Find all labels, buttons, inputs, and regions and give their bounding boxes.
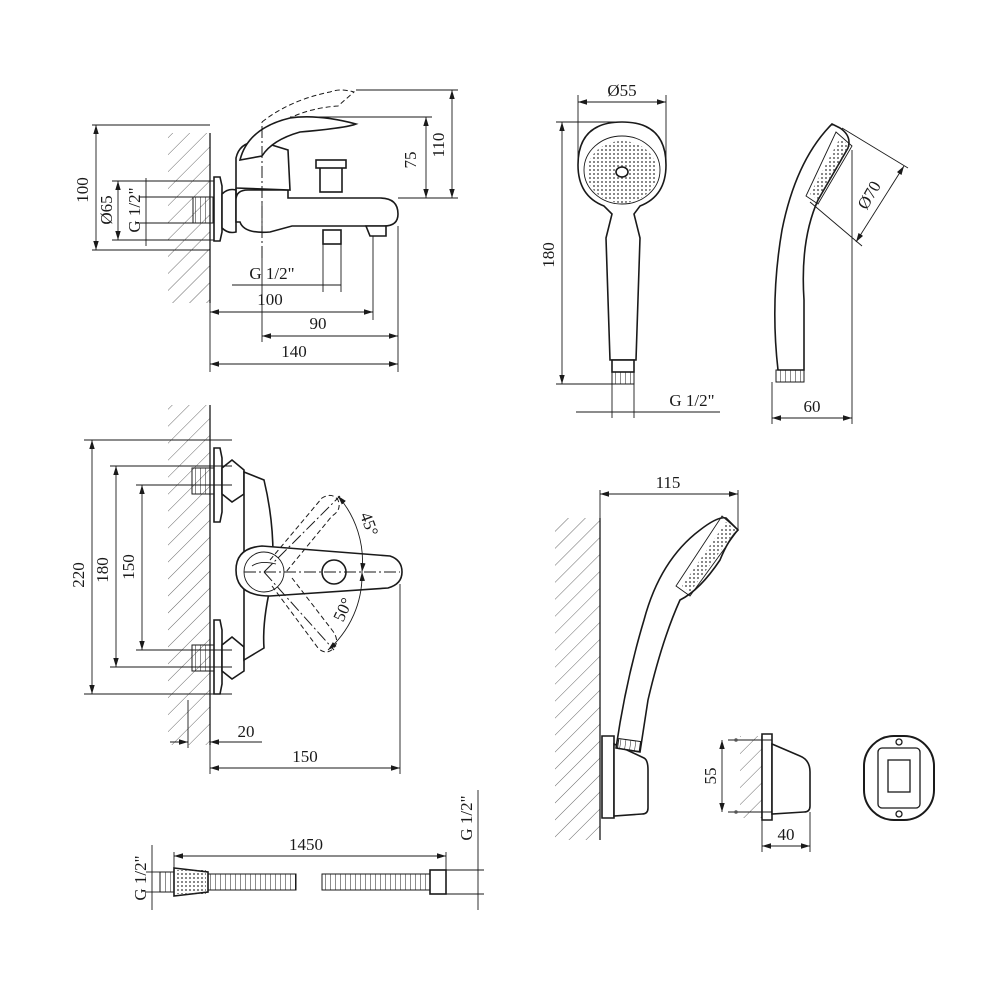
holder-front-inner bbox=[877, 747, 921, 809]
dim-65-diameter: Ø65 bbox=[97, 195, 116, 224]
flange-bottom bbox=[213, 619, 223, 695]
lever-hub-inner bbox=[251, 561, 277, 567]
spout-outlet bbox=[364, 225, 387, 237]
wall-hatching-front bbox=[168, 405, 210, 745]
holder-screw-bottom bbox=[895, 810, 903, 818]
spray-face-side-nozzles bbox=[810, 138, 850, 200]
dim-140: 140 bbox=[281, 342, 307, 361]
shower-hose-view: 1450 G 1/2" G 1/2" bbox=[131, 790, 484, 910]
dim-g12-shower: G 1/2" bbox=[669, 391, 714, 410]
hose-nut-right bbox=[429, 869, 447, 895]
lever-axis-up bbox=[263, 495, 341, 573]
lever-raised-outline bbox=[261, 89, 356, 123]
dim-55-diameter: Ø55 bbox=[607, 81, 636, 100]
mounted-shower-view: 115 bbox=[555, 473, 740, 840]
dim-180-shower: 180 bbox=[539, 242, 558, 268]
mounted-spray-face bbox=[675, 515, 739, 597]
holder-side-detail: 55 40 bbox=[701, 733, 811, 852]
diverter-cap bbox=[315, 159, 347, 169]
holder-base bbox=[601, 735, 615, 819]
angle-50: 50° bbox=[329, 595, 356, 625]
spray-face bbox=[583, 135, 661, 205]
wall-flange bbox=[213, 176, 223, 242]
dim-110: 110 bbox=[429, 133, 448, 158]
holder-front-plate bbox=[863, 735, 935, 821]
hose-connector bbox=[322, 229, 342, 245]
eccentric-thread bbox=[192, 196, 214, 224]
lever-rotated-down bbox=[271, 577, 338, 653]
mixer-body bbox=[235, 188, 399, 234]
hose-left-thread bbox=[159, 871, 175, 893]
dim-g12-hose-right: G 1/2" bbox=[457, 795, 476, 840]
holder-wall-hatch bbox=[740, 736, 762, 818]
handle-thread bbox=[611, 371, 635, 385]
holder-screw-top bbox=[895, 738, 903, 746]
dim-g12-thread-left: G 1/2" bbox=[125, 187, 144, 232]
dim-150-vertical: 150 bbox=[119, 554, 138, 580]
dim-180-front: 180 bbox=[93, 557, 112, 583]
side-handle-thread bbox=[775, 369, 805, 383]
dim-220: 220 bbox=[69, 562, 88, 588]
dim-g12-hose-left: G 1/2" bbox=[131, 855, 150, 900]
handle-collar bbox=[611, 359, 635, 373]
holder-plate bbox=[761, 733, 773, 821]
dim-100-height: 100 bbox=[73, 177, 92, 203]
lever-front bbox=[235, 545, 403, 597]
holder-body bbox=[613, 742, 649, 817]
dim-20: 20 bbox=[238, 722, 255, 741]
hand-shower-side-view: Ø70 60 bbox=[771, 123, 909, 424]
lever-handle bbox=[238, 116, 359, 162]
mounted-shower-thread bbox=[616, 737, 642, 753]
dim-115: 115 bbox=[656, 473, 681, 492]
dim-60: 60 bbox=[804, 397, 821, 416]
dim-g12-thread-bottom: G 1/2" bbox=[249, 264, 294, 283]
hose-section-left bbox=[207, 873, 297, 891]
spray-center bbox=[615, 166, 629, 178]
mixer-front-view: 45° 50° 220 180 150 20 150 bbox=[69, 405, 403, 774]
dim-100-horizontal: 100 bbox=[257, 290, 283, 309]
dim-75: 75 bbox=[401, 152, 420, 169]
mounted-spray-nozzles bbox=[682, 522, 736, 592]
holder-front-slot bbox=[887, 759, 911, 793]
dim-40: 40 bbox=[778, 825, 795, 844]
hose-section-right bbox=[321, 873, 431, 891]
nut-bottom bbox=[221, 635, 245, 680]
angle-45: 45° bbox=[356, 510, 382, 539]
dim-150-horizontal: 150 bbox=[292, 747, 318, 766]
spray-face-side bbox=[805, 131, 853, 205]
dim-90: 90 bbox=[310, 314, 327, 333]
holder-cup bbox=[771, 742, 811, 815]
holder-front-detail bbox=[863, 735, 935, 821]
hose-cone-knurl bbox=[176, 870, 206, 894]
dim-1450: 1450 bbox=[289, 835, 323, 854]
eccentric-thread-top bbox=[191, 467, 215, 495]
dim-70-diameter: Ø70 bbox=[854, 178, 885, 213]
hand-shower-front-view: Ø55 180 G 1/2" bbox=[539, 81, 720, 418]
eccentric-nut bbox=[221, 188, 237, 234]
lever-axis-down bbox=[263, 571, 335, 651]
wall-hatching-right bbox=[555, 518, 600, 840]
dim-55-holder: 55 bbox=[701, 768, 720, 785]
mixer-side-view: 100 Ø65 G 1/2" 75 110 G 1/2" 100 90 140 bbox=[73, 89, 458, 372]
mounted-shower-body bbox=[615, 516, 740, 753]
